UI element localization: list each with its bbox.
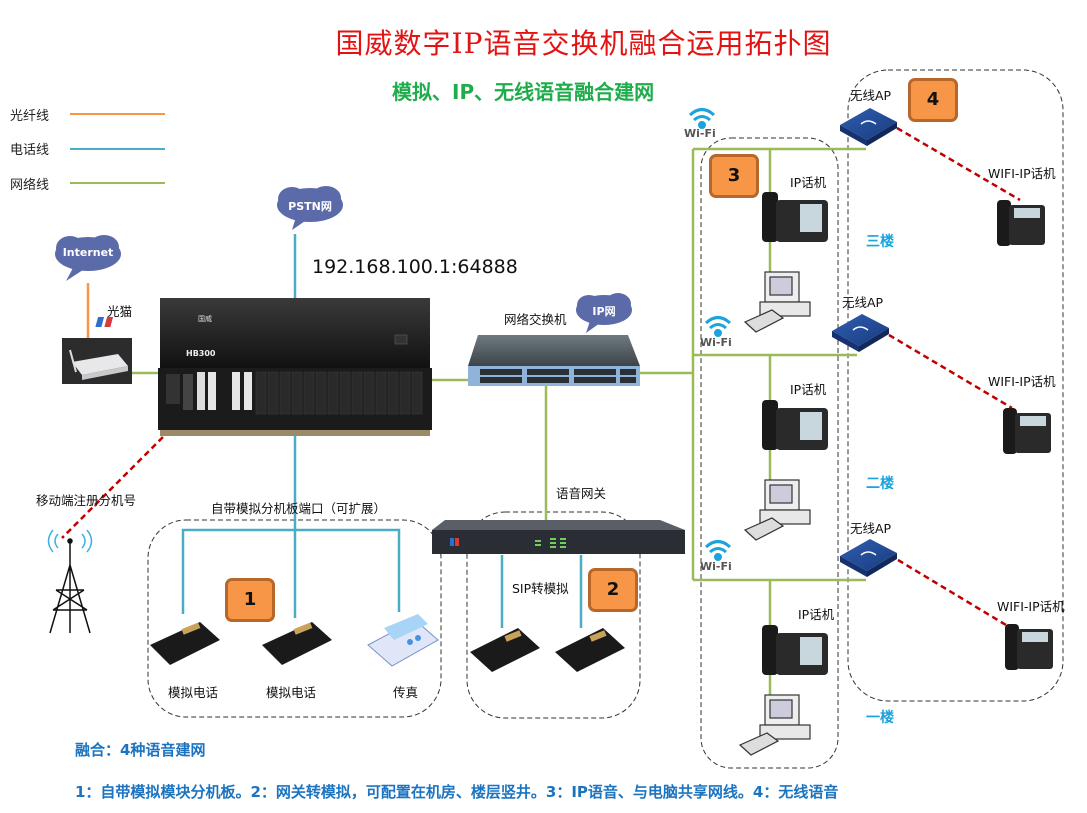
diagram-subtitle: 模拟、IP、无线语音融合建网 xyxy=(392,80,655,104)
internet-cloud-label: Internet xyxy=(62,246,114,259)
ip-phone-label: IP话机 xyxy=(790,175,827,190)
switch-label: 网络交换机 xyxy=(504,312,567,327)
footer-details: 1：自带模拟模块分机板。2：网关转模拟，可配置在机房、楼层竖井。3：IP语音、与… xyxy=(75,783,839,801)
badge-1: 1 xyxy=(225,578,275,622)
floor-label-3: 三楼 xyxy=(866,234,894,250)
pbx-address: 192.168.100.1:64888 xyxy=(312,256,518,278)
mobile-extension-label: 移动端注册分机号 xyxy=(36,493,137,508)
fax-label: 传真 xyxy=(393,685,419,700)
analog-phone-icon xyxy=(150,622,220,665)
desktop-pc-icon xyxy=(743,479,811,541)
analog-phone-icon xyxy=(262,622,332,665)
network-switch-icon xyxy=(468,335,640,386)
pbx-model: HB300 xyxy=(186,349,216,358)
ip-network-cloud-icon xyxy=(576,293,632,333)
wireless-ap-label: 无线AP xyxy=(850,521,892,536)
wireless-ap-icon xyxy=(832,314,889,352)
ap3-wireless-link xyxy=(896,126,1021,202)
sip-to-analog-label: SIP转模拟 xyxy=(512,581,569,596)
fax-icon xyxy=(367,614,439,667)
desktop-pc-icon xyxy=(743,271,811,333)
floor-label-2: 二楼 xyxy=(866,476,894,492)
wifi-ip-phone-label: WIFI-IP话机 xyxy=(988,374,1056,389)
wifi-ip-phone-label: WIFI-IP话机 xyxy=(988,166,1056,181)
analog-bus xyxy=(181,528,401,614)
wifi-ip-phone-label: WIFI-IP话机 xyxy=(997,599,1065,614)
voice-gateway-icon xyxy=(432,520,685,554)
gateway-label: 语音网关 xyxy=(556,486,607,501)
legend-fiber-label: 光纤线 xyxy=(10,109,50,124)
mobile-wireless-link xyxy=(61,429,171,539)
group-box-3 xyxy=(700,137,839,769)
footer-summary: 融合：4种语音建网 xyxy=(75,741,206,759)
analog-phone-label: 模拟电话 xyxy=(266,685,317,700)
wifi-icon xyxy=(704,540,732,561)
wifi-icon xyxy=(688,108,716,129)
wifi-label: Wi-Fi xyxy=(700,336,732,349)
analog-phone-label: 模拟电话 xyxy=(168,685,219,700)
pstn-cloud-icon xyxy=(277,186,343,230)
wifi-ip-phone-icon xyxy=(1003,408,1051,454)
wireless-ap-icon xyxy=(840,539,897,577)
diagram-title: 国威数字IP语音交换机融合运用拓扑图 xyxy=(335,27,832,60)
ip-phone-label: IP话机 xyxy=(798,607,835,622)
wifi-icon xyxy=(704,316,732,337)
desktop-pc-icon xyxy=(738,694,811,756)
optical-modem-icon xyxy=(62,338,132,384)
ap1-wireless-link xyxy=(897,558,1007,627)
ip-phone-icon xyxy=(762,400,828,450)
wireless-ap-label: 无线AP xyxy=(850,88,892,103)
modem-label: 光猫 xyxy=(107,304,133,319)
group-box-2 xyxy=(466,511,641,719)
wireless-ap-label: 无线AP xyxy=(842,295,884,310)
badge-4: 4 xyxy=(908,78,958,122)
legend-network-label: 网络线 xyxy=(10,178,50,193)
analog-board-label: 自带模拟分机板端口（可扩展） xyxy=(211,501,387,516)
floor-label-1: 一楼 xyxy=(866,710,894,726)
pbx-brand: 国威 xyxy=(198,315,212,323)
wifi-ip-phone-icon xyxy=(997,200,1045,246)
wireless-ap-icon xyxy=(840,108,897,146)
ip-phone-icon xyxy=(762,192,828,242)
cell-tower-icon xyxy=(47,529,93,634)
analog-phone-icon xyxy=(470,628,540,672)
badge-3: 3 xyxy=(709,154,759,198)
badge-2: 2 xyxy=(588,568,638,612)
internet-cloud-icon xyxy=(55,235,121,281)
ip-network-cloud-label: IP网 xyxy=(592,305,616,318)
legend-phone-label: 电话线 xyxy=(10,143,50,158)
ap2-wireless-link xyxy=(888,333,1013,410)
wifi-label: Wi-Fi xyxy=(684,127,716,140)
pbx-hb300-icon xyxy=(95,298,432,436)
ip-phone-icon xyxy=(762,625,828,675)
pstn-cloud-label: PSTN网 xyxy=(288,200,332,213)
wifi-label: Wi-Fi xyxy=(700,560,732,573)
ip-phone-label: IP话机 xyxy=(790,382,827,397)
analog-phone-icon xyxy=(555,628,625,672)
group-box-4 xyxy=(847,69,1064,702)
wifi-ip-phone-icon xyxy=(1005,624,1053,670)
